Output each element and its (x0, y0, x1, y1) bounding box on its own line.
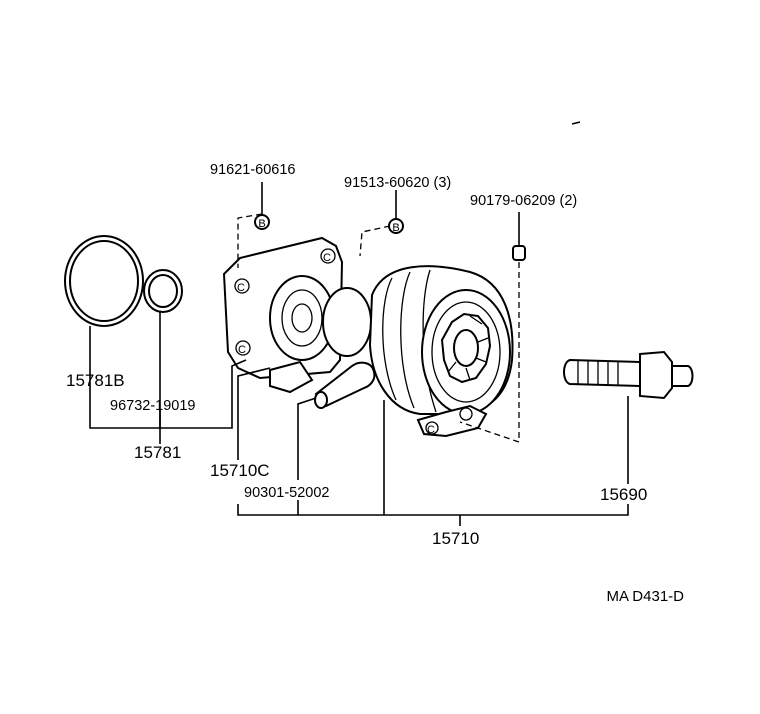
label-oring-small: 96732-19019 (110, 398, 195, 414)
o-ring-small (143, 269, 183, 313)
label-oring-kit: 15781 (134, 443, 181, 462)
bolt-marker-a-letter: B (258, 218, 265, 230)
assembly-bracket (237, 504, 629, 516)
temperature-sensor (563, 350, 694, 400)
dash-bolt-b (359, 225, 391, 257)
dash-nut (459, 262, 520, 443)
o-ring-large (64, 235, 144, 327)
label-sensor: 15690 (600, 485, 647, 504)
label-bolt-b: 91513-60620 (3) (344, 175, 451, 191)
cover-plate (222, 236, 344, 380)
leader-cover (237, 367, 271, 460)
stray-mark (571, 121, 581, 125)
o-ring-inner (322, 287, 372, 357)
bolt-marker-a: B (254, 214, 270, 230)
label-nut: 90179-06209 (2) (470, 193, 577, 209)
leader-oring-kit (89, 326, 247, 429)
dash-bolt-a (237, 213, 263, 268)
pump-body (368, 265, 514, 438)
mount-letter-1: C (237, 282, 245, 294)
diagram-code: MA D431-D (606, 588, 684, 605)
bolt-marker-b: B (388, 218, 404, 234)
label-assembly: 15710 (432, 529, 479, 548)
label-bolt-a: 91621-60616 (210, 162, 295, 178)
nut-marker (512, 245, 526, 261)
label-cover: 15710C (210, 461, 270, 480)
mount-letter-2: C (238, 344, 246, 356)
label-pipe-part: 90301-52002 (244, 485, 329, 501)
bolt-marker-b-letter: B (392, 222, 399, 234)
pump-pipe (314, 361, 376, 409)
label-oring-large: 15781B (66, 371, 125, 390)
mount-letter-4: C (427, 424, 435, 436)
leader-pipe (297, 397, 317, 480)
gasket-piece (269, 360, 314, 394)
mount-letter-3: C (323, 252, 331, 264)
